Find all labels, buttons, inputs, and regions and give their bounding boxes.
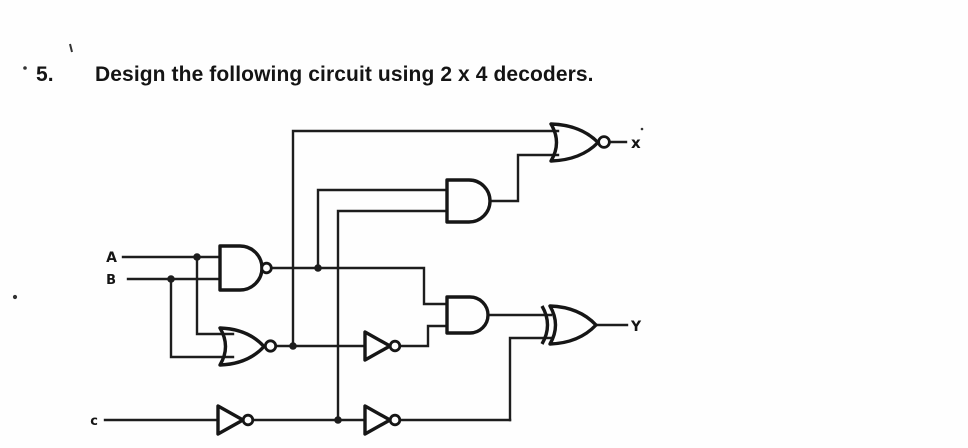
xor-gate-output-y <box>540 304 598 346</box>
problem-title-row: 5. Design the following circuit using 2 … <box>0 62 968 92</box>
nand-gate-body <box>218 244 264 292</box>
wire-nand-branch-to-and1 <box>316 188 449 270</box>
nand-gate <box>218 244 273 292</box>
problem-number: 5. <box>36 63 54 86</box>
wire-a-branch-to-nor <box>195 255 235 336</box>
not-gate-second-bubble <box>388 413 402 427</box>
and-gate-lower-body <box>445 295 490 335</box>
not-gate-second <box>363 404 402 436</box>
input-label-c: c <box>90 414 98 429</box>
and-gate-lower <box>445 295 490 335</box>
xor-gate-body <box>548 304 598 346</box>
scan-speck <box>23 66 27 70</box>
junction-dots <box>167 253 342 424</box>
not-gate-second-body <box>363 404 392 436</box>
not-gate-middle <box>363 330 402 362</box>
xor-gate-input-curve <box>540 305 550 345</box>
scan-specks <box>12 43 644 300</box>
not-gate-middle-bubble <box>388 339 402 353</box>
nor-gate-output-x <box>549 122 611 163</box>
nand-gate-bubble <box>260 261 273 275</box>
scan-speck <box>640 127 644 131</box>
wire-not2-branch-to-xor <box>508 336 553 422</box>
wire-nor2-branch-to-nor1 <box>291 129 560 348</box>
input-label-a: A <box>106 250 117 266</box>
output-label-y: Y <box>630 319 642 335</box>
wire-nand-out <box>269 266 449 306</box>
junction-dot <box>314 264 322 272</box>
problem-prompt: Design the following circuit using 2 x 4… <box>95 63 594 86</box>
nor-gate-x-body <box>549 122 600 163</box>
output-label-x: x <box>631 134 641 152</box>
not-gate-middle-body <box>363 330 392 362</box>
and-gate-upper <box>445 178 492 224</box>
nor-gate-lower-body <box>218 326 266 367</box>
wire-not1-branch-to-and1 <box>336 209 449 422</box>
junction-dot <box>334 416 342 424</box>
scan-speck <box>69 43 73 53</box>
nor-gate-x-bubble <box>597 135 611 149</box>
not-gate-c-bubble <box>241 413 255 427</box>
and-gate-upper-body <box>445 178 492 224</box>
pin-labels: A B c x Y <box>90 134 642 429</box>
wire-not3-out <box>398 324 449 348</box>
wire-b-branch-to-nor <box>169 277 235 359</box>
not-gate-input-c <box>216 404 255 436</box>
nor-gate-lower-bubble <box>263 339 278 353</box>
junction-dot <box>193 253 201 261</box>
nor-gate-lower <box>218 326 278 367</box>
junction-dot <box>289 342 297 350</box>
wires <box>103 129 629 422</box>
junction-dot <box>167 275 175 283</box>
input-label-b: B <box>106 273 116 288</box>
scan-speck <box>12 294 18 300</box>
not-gate-c-body <box>216 404 245 436</box>
wire-and1-out <box>488 153 560 203</box>
